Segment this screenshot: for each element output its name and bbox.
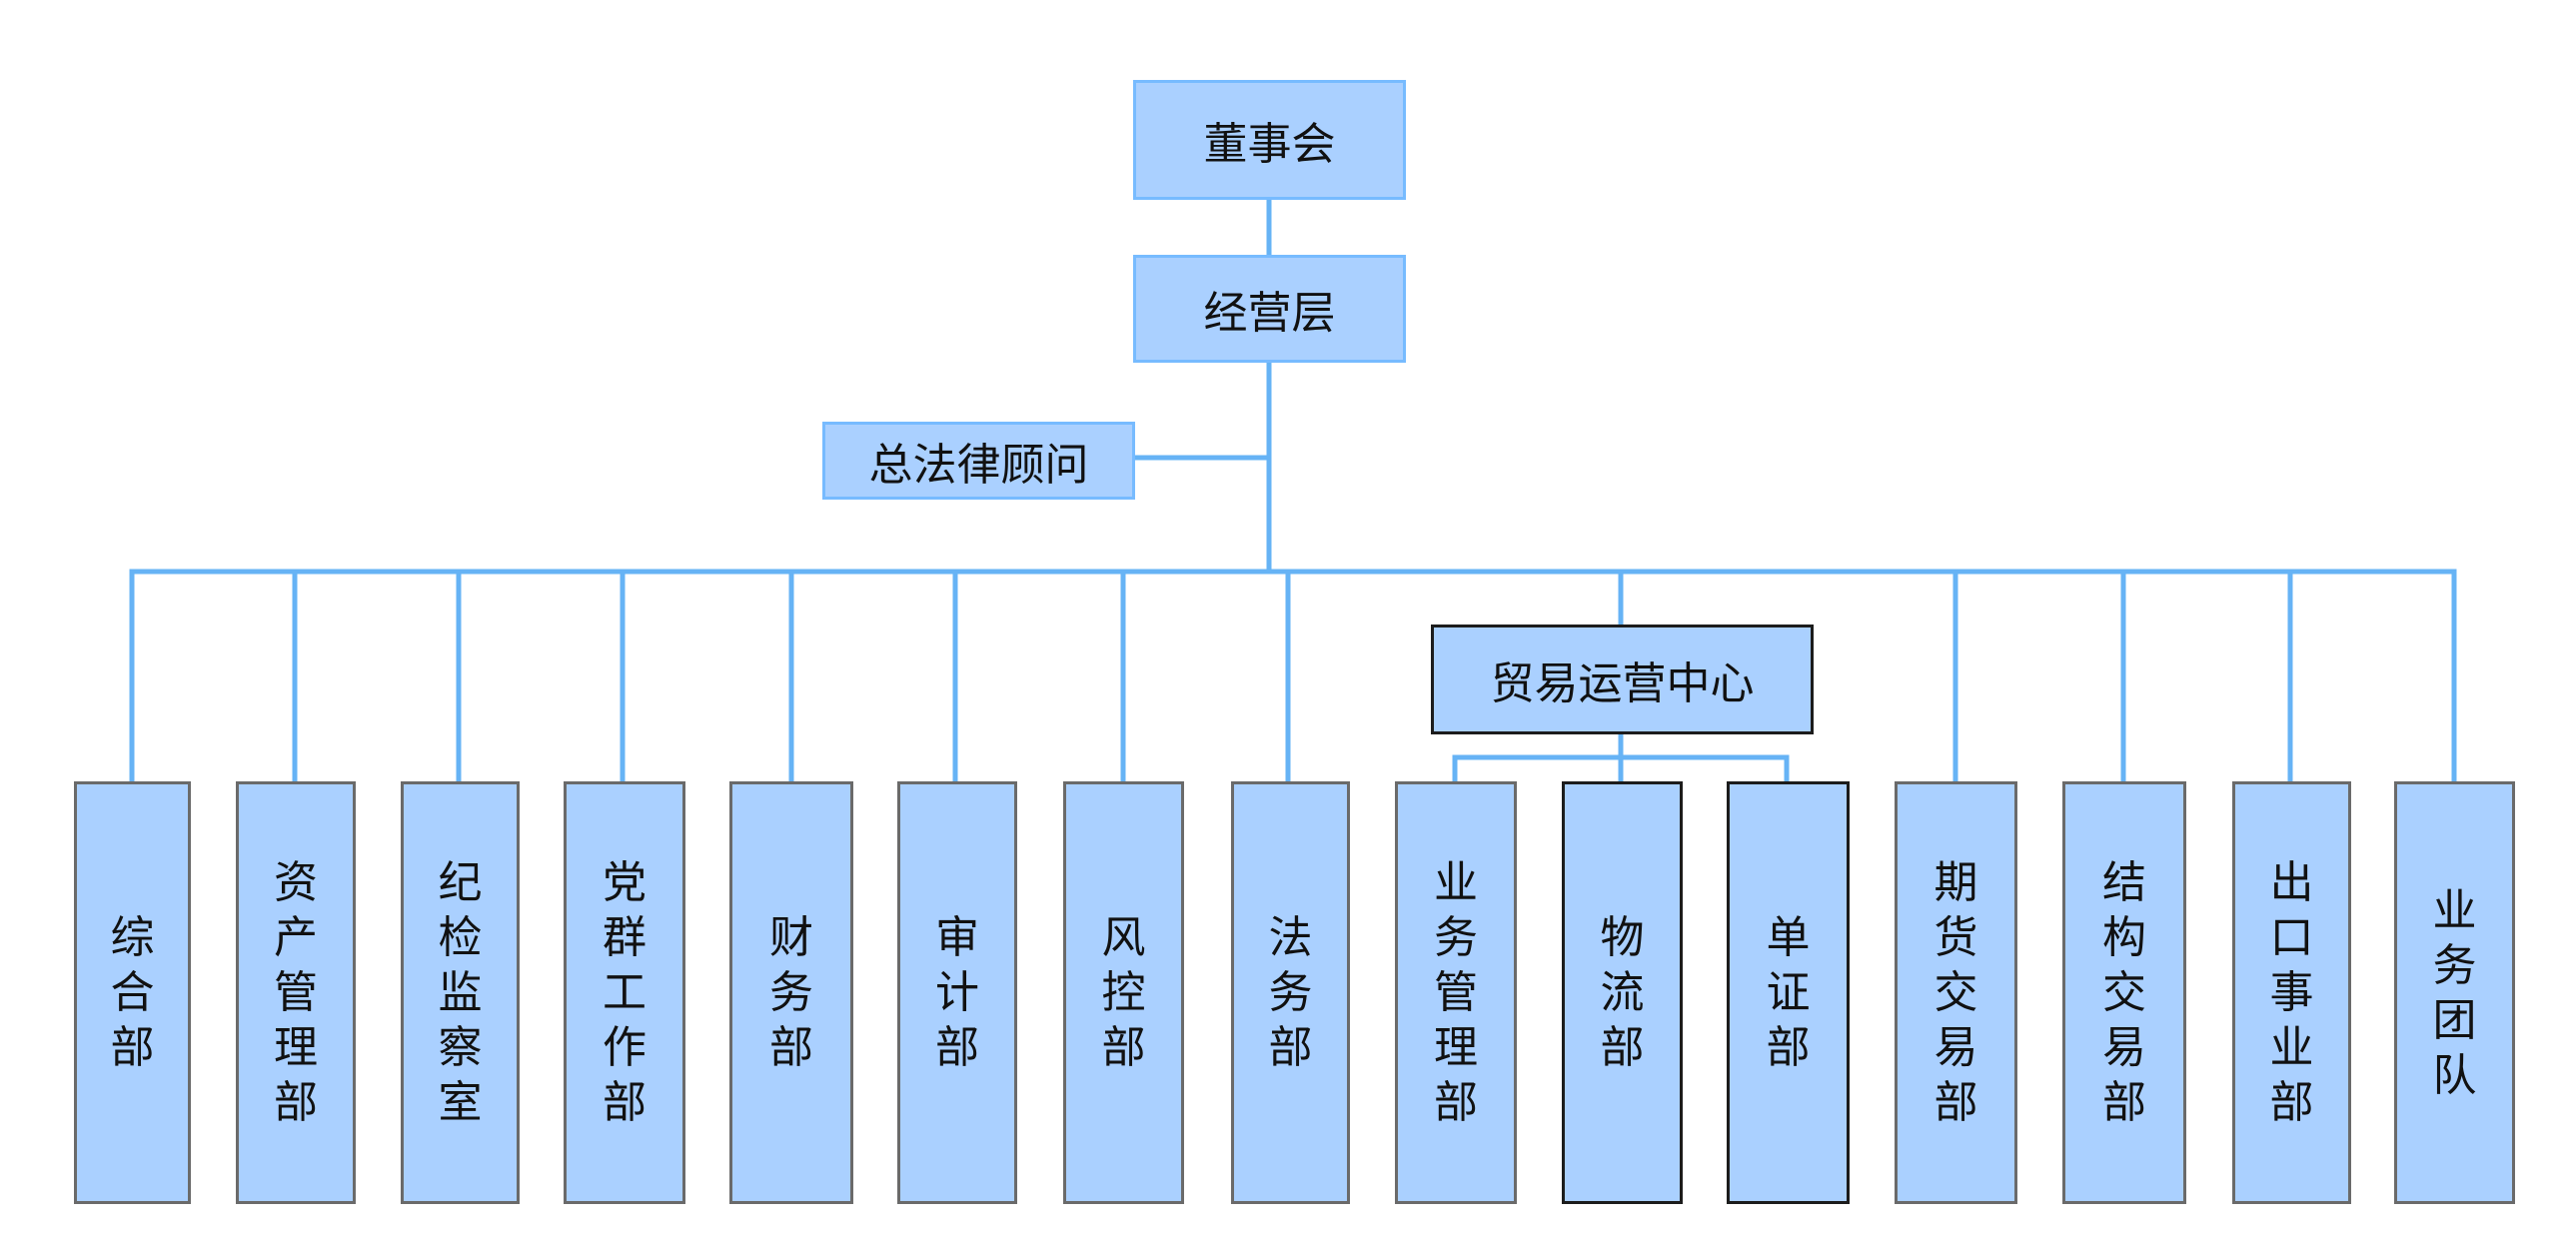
dept-label: 风 控 部 [1101,912,1146,1073]
dept-label: 综 合 部 [110,912,155,1073]
dept-chukou-shiye: 出 口 事 业 部 [2232,781,2351,1204]
board-label: 董事会 [1203,119,1336,170]
dept-label: 资 产 管 理 部 [274,857,318,1128]
dept-label: 物 流 部 [1600,912,1645,1073]
dept-label: 纪 检 监 察 室 [438,857,483,1128]
dept-label: 业 务 管 理 部 [1434,857,1478,1128]
dept-qihuo-jiaoyi: 期 货 交 易 部 [1895,781,2017,1204]
dept-label: 期 货 交 易 部 [1933,857,1978,1128]
dept-caiwu: 财 务 部 [729,781,853,1204]
dept-label: 结 构 交 易 部 [2102,857,2146,1128]
board-box: 董事会 [1133,80,1406,200]
dept-danzheng: 单 证 部 [1727,781,1850,1204]
dept-zonghe: 综 合 部 [74,781,191,1204]
dept-label: 财 务 部 [769,912,813,1073]
dept-jiegou-jiaoyi: 结 构 交 易 部 [2062,781,2186,1204]
management-label: 经营层 [1203,288,1336,339]
dept-zichan-guanli: 资 产 管 理 部 [236,781,356,1204]
dept-label: 业 务 团 队 [2432,884,2477,1101]
dept-label: 单 证 部 [1766,912,1811,1073]
dept-jijian-jiancha: 纪 检 监 察 室 [401,781,520,1204]
dept-fengkong: 风 控 部 [1063,781,1184,1204]
dept-yewu-tuandui: 业 务 团 队 [2394,781,2515,1204]
dept-fawu: 法 务 部 [1231,781,1350,1204]
dept-dangqun-gongzuo: 党 群 工 作 部 [564,781,685,1204]
dept-label: 审 计 部 [935,912,979,1073]
general-counsel-box: 总法律顾问 [822,422,1135,500]
management-box: 经营层 [1133,255,1406,363]
trade-center-label: 贸易运营中心 [1490,658,1755,709]
dept-wuliu: 物 流 部 [1562,781,1683,1204]
dept-label: 党 群 工 作 部 [603,857,646,1128]
dept-label: 法 务 部 [1268,912,1313,1073]
trade-center-box: 贸易运营中心 [1431,625,1814,734]
general-counsel-label: 总法律顾问 [868,440,1089,491]
dept-yewu-guanli: 业 务 管 理 部 [1395,781,1517,1204]
dept-shenji: 审 计 部 [897,781,1017,1204]
dept-label: 出 口 事 业 部 [2269,857,2314,1128]
